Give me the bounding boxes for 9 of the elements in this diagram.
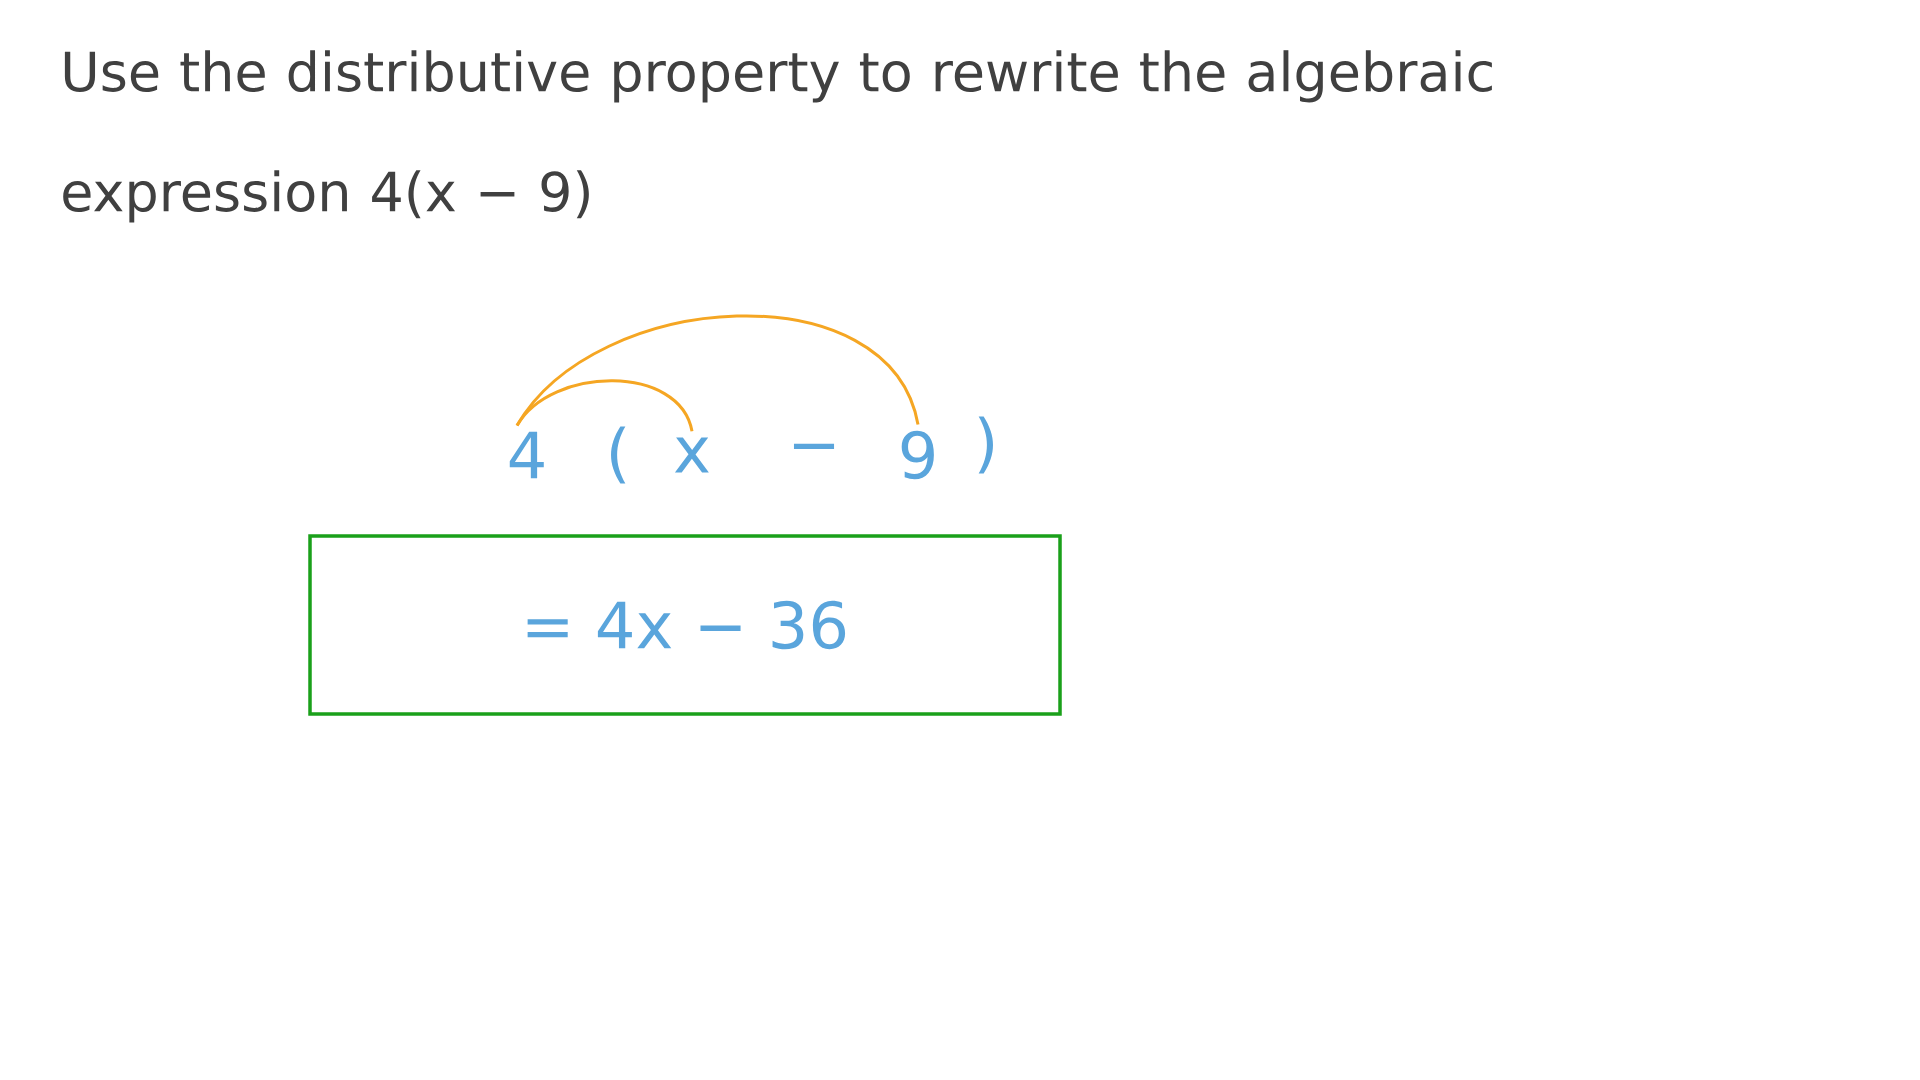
term: 4 xyxy=(509,431,544,479)
arc xyxy=(515,314,920,427)
symbol: − xyxy=(793,443,835,449)
symbol: ) xyxy=(978,416,993,474)
title: Use the distributive property to rewrite the algebraic expression 4(x − 9) xyxy=(63,50,1492,223)
term: 9 xyxy=(901,430,934,480)
symbol: ( xyxy=(611,426,626,484)
term: x xyxy=(674,437,709,473)
result-box: = 4x − 36 xyxy=(308,534,1062,716)
